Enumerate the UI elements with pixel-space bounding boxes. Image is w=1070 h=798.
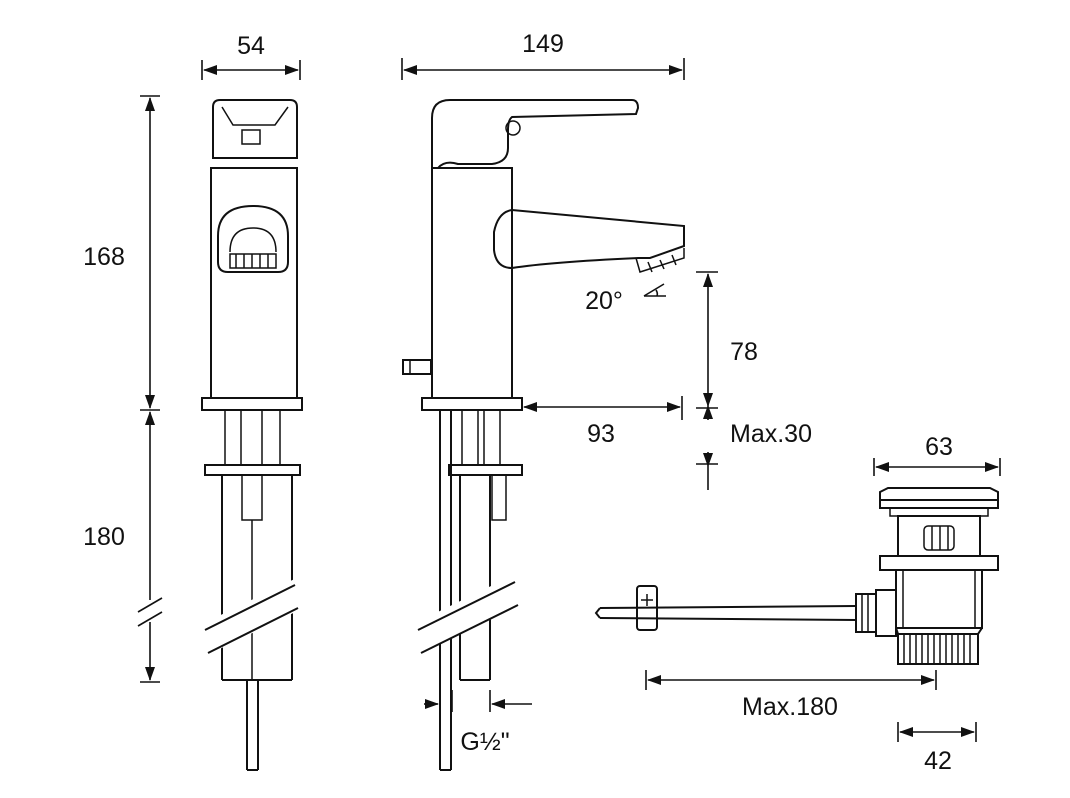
front-base-plate: [201, 397, 303, 411]
dimension-lines: [137, 58, 1001, 742]
front-lever-head: [212, 99, 298, 159]
dim-height-bottom-label: 180: [83, 523, 125, 551]
side-body: [431, 167, 513, 399]
dim-total-depth-label: 149: [522, 30, 564, 58]
side-spout: [493, 208, 685, 273]
dimension-labels: 54 149 168 180 20° 78 93 Max.30 63 Max.1…: [83, 30, 953, 775]
dim-pull-rod-length-label: Max.180: [742, 693, 838, 721]
side-lever: [431, 99, 640, 169]
side-break-lines: [413, 573, 531, 654]
front-break-lines: [198, 577, 312, 654]
rod-clip: [636, 585, 658, 631]
dim-thread-label: G½": [460, 728, 509, 756]
dim-height-top-label: 168: [83, 243, 125, 271]
side-view: [402, 99, 685, 771]
side-popup-knob: [402, 359, 432, 375]
dim-spout-angle-label: 20°: [585, 287, 623, 315]
dim-spout-height-label: 78: [730, 338, 758, 366]
front-aerator: [217, 204, 289, 273]
side-studs: [439, 410, 523, 771]
front-view: [198, 99, 312, 771]
dim-front-width-label: 54: [237, 32, 265, 60]
dim-deck-thickness-label: Max.30: [730, 420, 812, 448]
popup-waste: [594, 487, 999, 665]
dim-spout-reach-label: 93: [587, 420, 615, 448]
front-body: [210, 167, 298, 399]
side-base-plate: [421, 397, 523, 411]
dim-drain-flange-label: 63: [925, 433, 953, 461]
dim-drain-tail-label: 42: [924, 747, 952, 775]
thread-lines: [903, 634, 971, 664]
